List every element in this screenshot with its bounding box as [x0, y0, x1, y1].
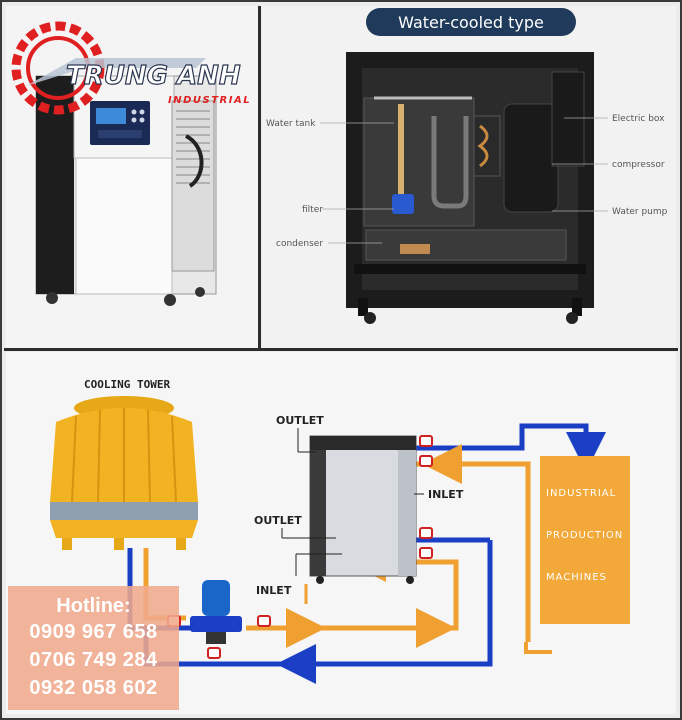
label-compressor: compressor	[612, 160, 665, 170]
chiller-photo-panel: TRUNG ANH INDUSTRIAL	[6, 6, 258, 348]
hotline-phone-1[interactable]: 0909 967 658	[29, 621, 158, 643]
logo-sub: INDUSTRIAL	[168, 95, 251, 106]
label-condenser: condenser	[276, 239, 323, 249]
label-filter: filter	[302, 205, 323, 215]
label-inlet-top: INLET	[428, 488, 464, 501]
label-water-pump: Water pump	[612, 207, 668, 217]
water-cooled-cutaway: Water-cooled type	[266, 8, 668, 324]
water-cooled-panel: Water-cooled type	[262, 6, 676, 348]
water-pump-icon	[190, 580, 242, 644]
chiller-unit-illustration: TRUNG ANH INDUSTRIAL	[11, 21, 251, 306]
label-outlet-bottom: OUTLET	[254, 514, 302, 527]
machines-line-3: MACHINES	[546, 572, 607, 583]
panel-divider-horizontal	[4, 348, 678, 351]
hotline-label: Hotline:	[56, 595, 131, 617]
logo-brand: TRUNG ANH	[66, 61, 241, 91]
panel-divider-vertical	[258, 6, 261, 348]
label-cooling-tower: COOLING TOWER	[84, 378, 170, 391]
chiller-unit-icon	[309, 435, 417, 584]
hotline-box: Hotline: 0909 967 658 0706 749 284 0932 …	[8, 586, 179, 710]
cooling-system-diagram: COOLING TOWER	[50, 378, 630, 684]
machines-line-2: PRODUCTION	[546, 530, 623, 541]
title: Water-cooled type	[398, 13, 544, 32]
label-electric-box: Electric box	[612, 114, 665, 124]
label-inlet-bottom: INLET	[256, 584, 292, 597]
label-outlet-top: OUTLET	[276, 414, 324, 427]
cooling-tower-icon	[50, 396, 198, 550]
machines-line-1: INDUSTRIAL	[546, 488, 616, 499]
machines-box	[540, 456, 630, 624]
hotline-phone-3[interactable]: 0932 058 602	[29, 677, 158, 699]
label-water-tank: Water tank	[266, 119, 316, 129]
hotline-phone-2[interactable]: 0706 749 284	[29, 649, 158, 671]
